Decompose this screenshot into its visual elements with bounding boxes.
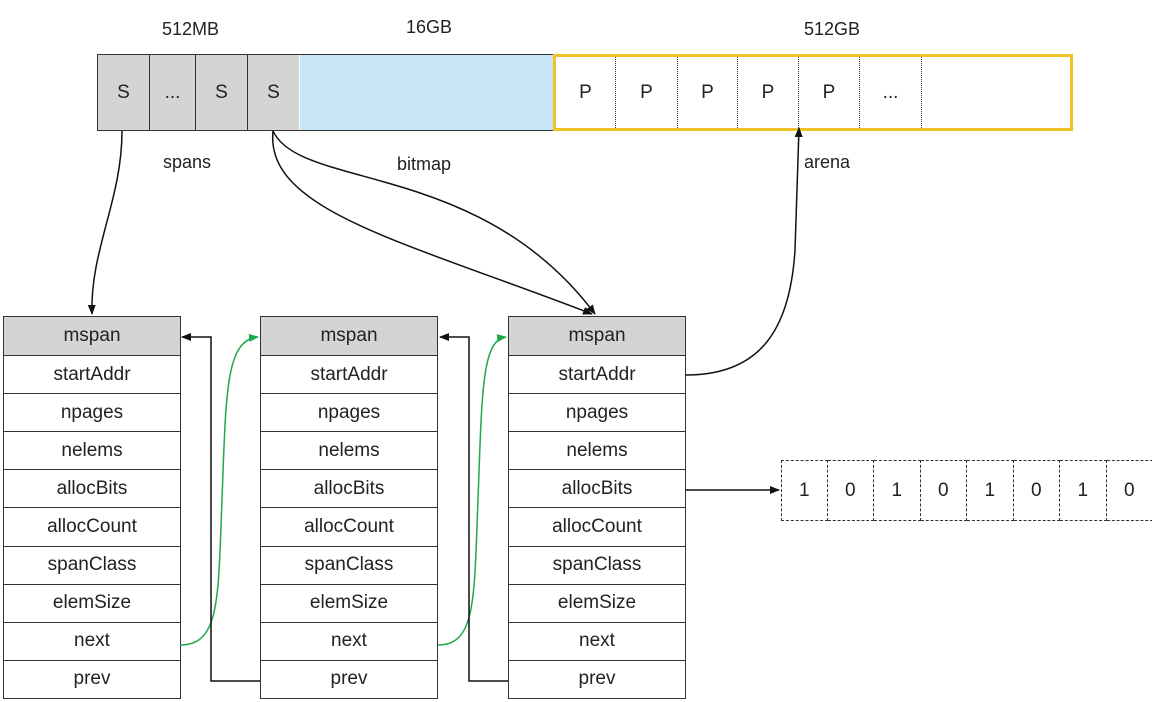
field-prev: prev: [4, 659, 180, 698]
arena-size-label: 512GB: [804, 19, 861, 39]
alloc-bit: 1: [874, 460, 921, 521]
field-nelems: nelems: [261, 431, 437, 469]
field-allocCount: allocCount: [509, 507, 685, 545]
prev-pointer-arrow: [181, 333, 260, 682]
bitmap-size-label: 16GB: [406, 17, 453, 37]
span-slot: S: [196, 55, 248, 130]
field-allocCount: allocCount: [4, 507, 180, 545]
startaddr-to-arena-arrow: [685, 127, 803, 376]
spans-to-mspan-arrow: [87, 130, 123, 315]
alloc-bit: 1: [781, 460, 828, 521]
mspan-header: mspan: [261, 317, 437, 356]
mspan-table: mspan startAddr npages nelems allocBits …: [508, 316, 686, 699]
prev-pointer-arrow: [439, 333, 508, 682]
page-slot: P: [556, 57, 616, 128]
spans-region: S ... S S: [97, 54, 301, 131]
field-startAddr: startAddr: [4, 355, 180, 393]
field-next: next: [4, 621, 180, 660]
mspan-table: mspan startAddr npages nelems allocBits …: [260, 316, 438, 699]
span-slot: S: [248, 55, 299, 130]
field-elemSize: elemSize: [261, 583, 437, 622]
arena-label: arena: [804, 152, 851, 172]
bitmap-label: bitmap: [397, 154, 452, 174]
mspan-table: mspan startAddr npages nelems allocBits …: [3, 316, 181, 699]
alloc-bit: 0: [920, 460, 967, 521]
field-prev: prev: [509, 659, 685, 698]
mspan-header: mspan: [509, 317, 685, 356]
field-npages: npages: [261, 393, 437, 431]
field-allocBits: allocBits: [509, 469, 685, 507]
span-slot: S: [98, 55, 150, 130]
alloc-bit: 0: [1013, 460, 1060, 521]
field-startAddr: startAddr: [261, 355, 437, 393]
field-elemSize: elemSize: [509, 583, 685, 622]
alloc-bit: 0: [1106, 460, 1152, 521]
field-nelems: nelems: [509, 431, 685, 469]
field-next: next: [261, 621, 437, 660]
field-next: next: [509, 621, 685, 660]
field-startAddr: startAddr: [509, 355, 685, 393]
field-elemSize: elemSize: [4, 583, 180, 622]
mspan-header: mspan: [4, 317, 180, 356]
page-slot: P: [678, 57, 738, 128]
alloc-bit: 0: [827, 460, 874, 521]
field-npages: npages: [4, 393, 180, 431]
field-nelems: nelems: [4, 431, 180, 469]
page-slot: P: [738, 57, 799, 128]
page-slot: ...: [860, 57, 922, 128]
alloc-bit: 1: [967, 460, 1014, 521]
field-allocBits: allocBits: [261, 469, 437, 507]
next-pointer-arrow: [437, 334, 507, 646]
bitmap-region: [300, 54, 555, 131]
spans-to-mspan-arrow: [272, 130, 593, 315]
alloc-bit: 1: [1060, 460, 1107, 521]
field-spanClass: spanClass: [261, 545, 437, 584]
span-slot: ...: [150, 55, 196, 130]
spans-to-mspan-arrow: [272, 130, 596, 315]
alloc-bits-array: 1 0 1 0 1 0 1 0: [781, 460, 1152, 521]
field-allocBits: allocBits: [4, 469, 180, 507]
page-slot: P: [616, 57, 678, 128]
spans-size-label: 512MB: [162, 19, 220, 39]
field-spanClass: spanClass: [4, 545, 180, 584]
next-pointer-arrow: [179, 333, 259, 646]
field-npages: npages: [509, 393, 685, 431]
field-prev: prev: [261, 659, 437, 698]
field-spanClass: spanClass: [509, 545, 685, 584]
arena-region: P P P P P ...: [553, 54, 1073, 131]
spans-label: spans: [163, 152, 212, 172]
page-slot: P: [799, 57, 860, 128]
field-allocCount: allocCount: [261, 507, 437, 545]
